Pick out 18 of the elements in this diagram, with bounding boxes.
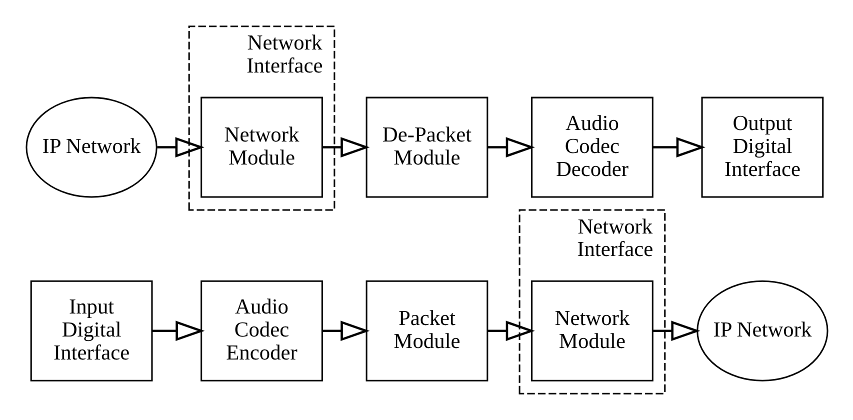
arrow — [322, 137, 370, 158]
node-ellipse: IP Network — [696, 280, 828, 382]
node-box: Output Digital Interface — [700, 96, 824, 198]
arrow — [487, 137, 534, 158]
arrow — [152, 320, 204, 342]
arrow — [652, 320, 700, 342]
node-box: Audio Codec Decoder — [530, 96, 653, 198]
node-ellipse: IP Network — [25, 96, 157, 198]
arrow — [156, 137, 204, 158]
node-box: Network Module — [530, 280, 653, 382]
node-box: Network Module — [200, 96, 322, 198]
arrow — [652, 137, 705, 158]
arrow — [322, 320, 370, 342]
node-box: Audio Codec Encoder — [200, 280, 322, 382]
node-box: Input Digital Interface — [30, 280, 152, 382]
node-box: Packet Module — [365, 280, 488, 382]
node-box: De-Packet Module — [365, 96, 488, 198]
arrow — [487, 320, 534, 342]
